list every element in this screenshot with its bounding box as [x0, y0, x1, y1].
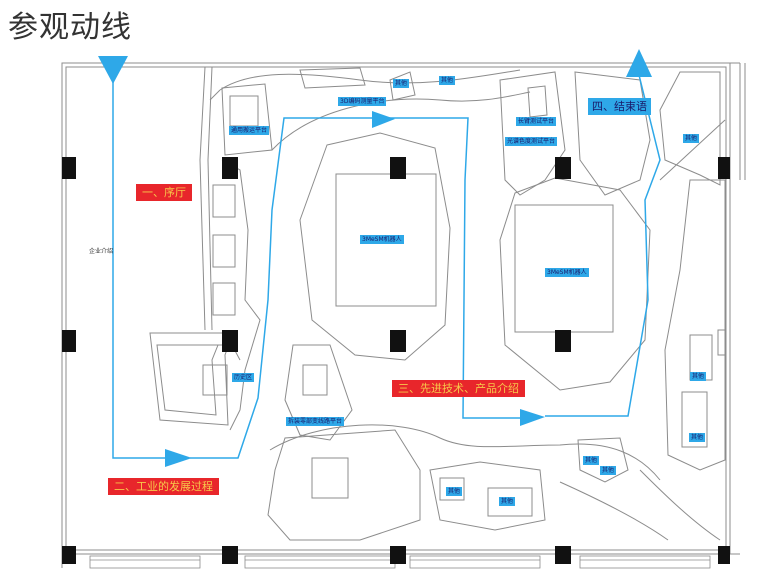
label-control-platform: 拆装零部变线路平台: [286, 417, 345, 426]
label-exhibit: 历史区: [232, 373, 255, 382]
label-platform-3d: 3D编码测量平台: [338, 97, 387, 106]
zone-label-2: 二、工业的发展过程: [108, 478, 219, 495]
label-company-intro: 企业介绍: [89, 248, 114, 255]
label-other-right1: 其他: [690, 372, 707, 381]
route-start-arrow: [98, 56, 128, 84]
visitor-route: [112, 74, 661, 459]
zone-label-4: 四、结束语: [588, 98, 651, 115]
zone-label-3: 三、先进技术、产品介绍: [392, 380, 525, 397]
label-robot-right: 3MeSM机器人: [545, 268, 589, 277]
label-other-island1: 其他: [583, 456, 600, 465]
label-other-right2: 其他: [689, 433, 706, 442]
route-end-arrow: [626, 49, 652, 77]
label-long-track: 长臂测试平台: [516, 117, 557, 126]
partitions: [149, 66, 727, 541]
route-arrow-top: [372, 111, 395, 128]
label-other-top1: 其他: [393, 79, 410, 88]
label-robot-center: 3MeSM机器人: [360, 235, 404, 244]
label-platform-general: 通用搬运平台: [229, 126, 270, 135]
zone-label-1: 一、序厅: [136, 184, 192, 201]
label-other-bottom1: 其他: [446, 487, 463, 496]
route-arrow-right: [520, 409, 545, 426]
label-photoelectric: 光谱色度测试平台: [505, 137, 558, 146]
label-other-island2: 其他: [600, 466, 617, 475]
route-arrowheads: [98, 49, 652, 467]
columns: [62, 157, 730, 564]
route-arrow-left: [165, 449, 192, 467]
page-title: 参观动线: [8, 10, 132, 45]
label-other-upper-right: 其他: [683, 134, 700, 143]
label-other-bottom2: 其他: [499, 497, 516, 506]
label-other-top2: 其他: [439, 76, 456, 85]
